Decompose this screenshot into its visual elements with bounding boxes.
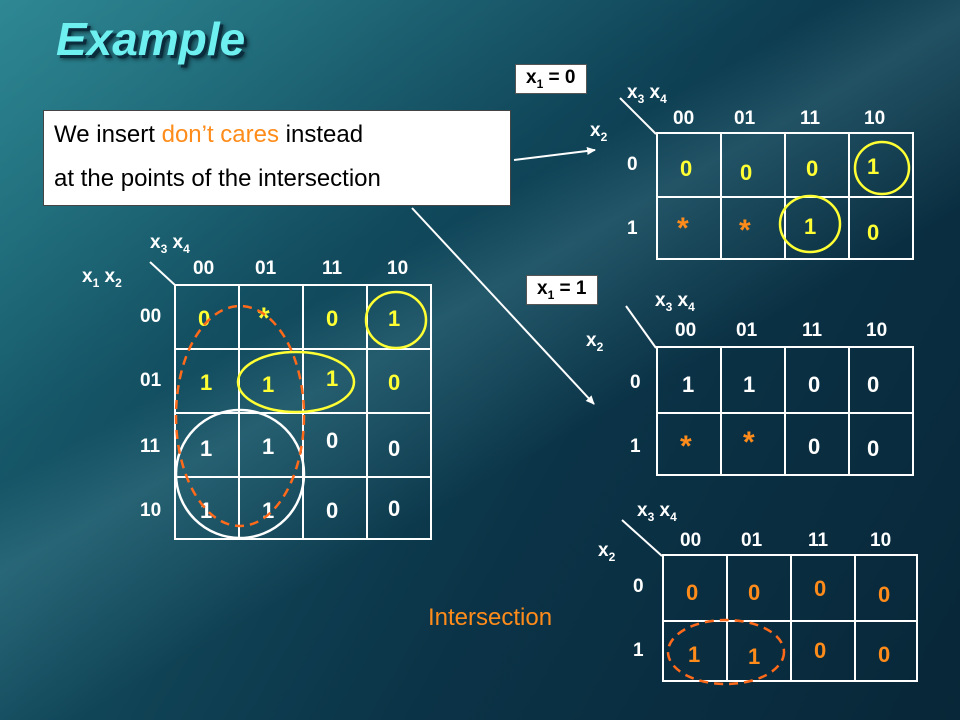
map-x1-1-cell: *: [743, 426, 755, 459]
map-x1-0-cell: *: [677, 212, 689, 245]
main-cell: 1: [326, 366, 339, 391]
map-x1-0-cell: 0: [680, 156, 693, 181]
main-row-var-label: x1 x2: [82, 266, 122, 290]
yellow-group-loop: [778, 194, 842, 254]
map-x1-0-cell: 1: [804, 214, 817, 239]
main-cell: 1: [388, 306, 401, 331]
map-int-grid: [662, 554, 918, 682]
explanation-line-2: at the points of the intersection: [54, 165, 381, 192]
map-int-row-var-label: x2: [598, 540, 616, 564]
map-x1-1-cell: 0: [867, 372, 880, 397]
map-x1-1-grid: [656, 346, 914, 476]
map-x1-1-row-header: 0: [630, 372, 641, 393]
explanation-box: We insert don’t cares instead at the poi…: [43, 110, 511, 206]
main-cell: 0: [388, 496, 401, 521]
map-int-col-header: 11: [808, 530, 829, 551]
main-cell: 1: [200, 436, 213, 461]
main-row-header: 00: [140, 306, 162, 327]
connector-x1-0: [619, 97, 657, 135]
orange-dashed-group-loop: [174, 304, 306, 528]
map-x1-0-col-header: 01: [734, 108, 756, 129]
main-row-header: 01: [140, 370, 162, 391]
map-int-row-header: 0: [633, 576, 644, 597]
main-col-var-label: x3 x4: [150, 232, 190, 256]
condition-x1-1-box: x1 = 1: [526, 275, 598, 305]
map-x1-0-col-var-label: x3 x4: [627, 82, 667, 106]
map-x1-1-cell: *: [680, 430, 692, 463]
map-x1-0-row-header: 0: [627, 154, 638, 175]
orange-dashed-group-loop: [666, 618, 786, 686]
map-x1-1-row-var-label: x2: [586, 330, 604, 354]
map-int-cell: 0: [686, 580, 699, 605]
main-cell: *: [258, 302, 270, 335]
map-x1-1-cell: 0: [867, 436, 880, 461]
main-cell: 1: [262, 372, 275, 397]
map-x1-1-row-header: 1: [630, 436, 641, 457]
map-x1-0-cell: *: [739, 214, 751, 247]
map-int-cell: 0: [878, 642, 891, 667]
map-x1-1-col-header: 11: [802, 320, 823, 341]
map-x1-1-col-var-label: x3 x4: [655, 290, 695, 314]
map-x1-0-col-header: 00: [673, 108, 695, 129]
map-x1-0-col-header: 11: [800, 108, 821, 129]
dont-cares-highlight: don’t cares: [161, 121, 279, 148]
condition-x1-0-box: x1 = 0: [515, 64, 587, 94]
main-cell: 0: [388, 436, 401, 461]
main-col-header: 10: [387, 258, 409, 279]
map-int-cell: 0: [748, 580, 761, 605]
connector-int: [621, 519, 663, 557]
connector-main: [149, 261, 177, 287]
map-x1-0-cell: 0: [806, 156, 819, 181]
connector-x1-1: [625, 305, 657, 349]
map-x1-1-col-header: 10: [866, 320, 888, 341]
white-group-loop: [174, 408, 306, 540]
yellow-group-loop: [364, 290, 428, 350]
map-int-col-header: 00: [680, 530, 702, 551]
main-cell: 0: [326, 306, 339, 331]
main-cell: 1: [262, 434, 275, 459]
main-cell: 0: [326, 428, 339, 453]
map-x1-1-col-header: 00: [675, 320, 697, 341]
slide-title: Example: [56, 13, 246, 65]
main-col-header: 01: [255, 258, 277, 279]
map-int-cell: 0: [814, 638, 827, 663]
yellow-group-loop: [853, 140, 911, 196]
map-int-cell: 1: [688, 642, 701, 667]
map-int-cell: 1: [748, 644, 761, 669]
map-x1-0-grid: [656, 132, 914, 260]
map-int-col-var-label: x3 x4: [637, 500, 677, 524]
main-row-header: 10: [140, 500, 162, 521]
map-x1-0-cell: 1: [867, 154, 880, 179]
arrow-to-x1-1-map: [411, 207, 595, 405]
intersection-label: Intersection: [428, 604, 553, 631]
map-x1-1-cell: 1: [682, 372, 695, 397]
map-int-col-header: 01: [741, 530, 763, 551]
main-cell: 0: [388, 370, 401, 395]
main-cell: 0: [198, 306, 211, 331]
map-x1-0-cell: 0: [867, 220, 880, 245]
main-row-header: 11: [140, 436, 161, 457]
main-cell: 1: [200, 370, 213, 395]
map-x1-0-cell: 0: [740, 160, 753, 185]
explanation-line-1: We insert don’t cares instead: [54, 121, 364, 148]
map-int-col-header: 10: [870, 530, 892, 551]
map-x1-0-row-header: 1: [627, 218, 638, 239]
arrow-to-x1-0-map: [513, 147, 596, 161]
map-x1-1-cell: 0: [808, 372, 821, 397]
map-x1-1-col-header: 01: [736, 320, 758, 341]
map-int-cell: 0: [878, 582, 891, 607]
main-cell: 0: [326, 498, 339, 523]
map-int-cell: 0: [814, 576, 827, 601]
map-int-row-header: 1: [633, 640, 644, 661]
map-x1-1-cell: 0: [808, 434, 821, 459]
yellow-group-loop: [236, 350, 356, 414]
map-x1-1-cell: 1: [743, 372, 756, 397]
map-x1-0-col-header: 10: [864, 108, 886, 129]
map-x1-0-row-var-label: x2: [590, 120, 608, 144]
main-col-header: 11: [322, 258, 343, 279]
main-col-header: 00: [193, 258, 215, 279]
